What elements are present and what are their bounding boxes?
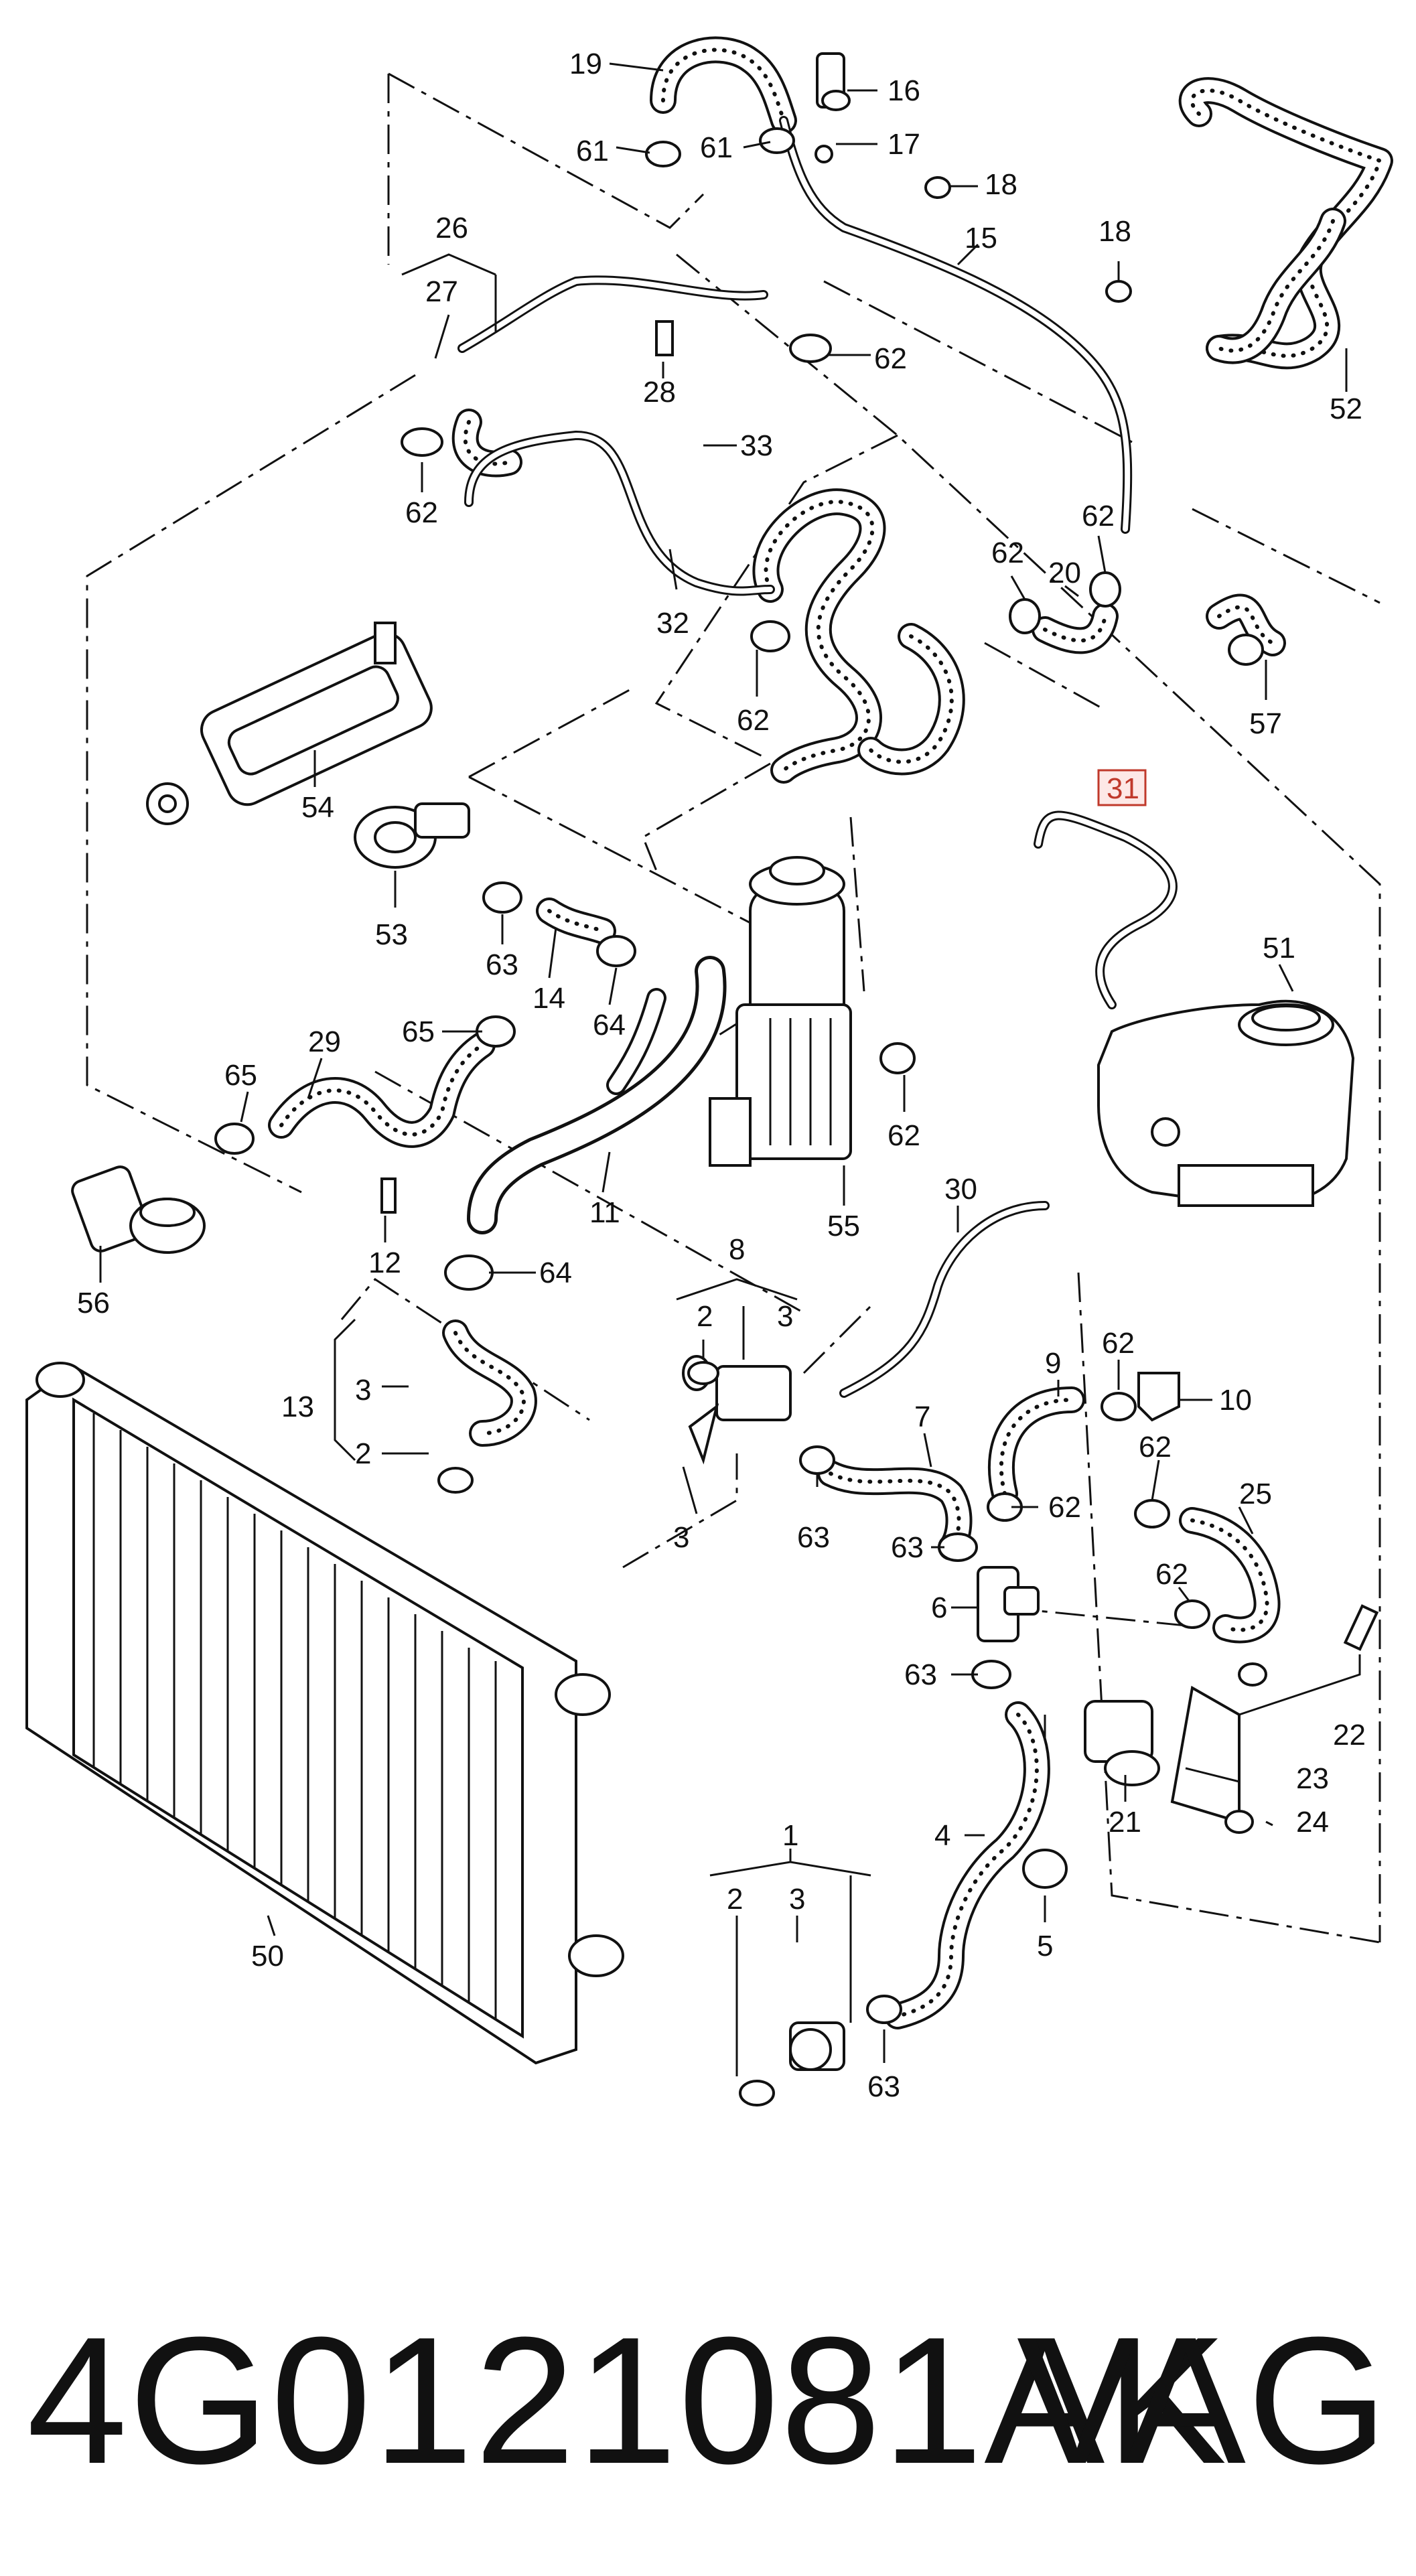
callout-8: 8: [729, 1233, 745, 1266]
callout-13: 13: [281, 1390, 314, 1423]
callout-16: 16: [888, 74, 920, 107]
callout-18: 18: [1099, 215, 1131, 248]
callout-51: 51: [1263, 932, 1295, 964]
callout-23: 23: [1296, 1762, 1329, 1795]
callout-64: 64: [593, 1009, 626, 1042]
callout-64: 64: [539, 1257, 572, 1289]
callout-15: 15: [965, 222, 997, 255]
callout-62: 62: [737, 704, 770, 737]
callout-54: 54: [301, 791, 334, 824]
callout-65: 65: [402, 1015, 435, 1048]
callout-65: 65: [224, 1059, 257, 1092]
callout-62: 62: [1155, 1558, 1188, 1591]
bolt: [655, 320, 674, 356]
flange: [354, 802, 470, 869]
callout-62: 62: [1139, 1431, 1172, 1463]
cap: [1022, 1849, 1068, 1889]
components: [25, 52, 1379, 2071]
callout-62: 62: [1102, 1327, 1135, 1360]
elbow: [1137, 1372, 1180, 1422]
callout-21: 21: [1109, 1806, 1141, 1839]
callout-4: 4: [934, 1819, 950, 1852]
callout-5: 5: [1037, 1930, 1053, 1962]
coolant-pump: [1084, 1685, 1241, 1824]
callout-62: 62: [1048, 1491, 1081, 1524]
callout-63: 63: [797, 1521, 830, 1554]
callout-6: 6: [931, 1591, 947, 1624]
callout-63: 63: [891, 1531, 924, 1564]
callout-3: 3: [673, 1521, 689, 1554]
callout-56: 56: [77, 1287, 110, 1319]
bolt: [380, 1177, 397, 1214]
callout-14: 14: [533, 982, 565, 1015]
callout-2: 2: [355, 1437, 371, 1470]
leader-lines: [99, 62, 1361, 2076]
callout-19: 19: [569, 48, 602, 80]
callout-27: 27: [425, 275, 458, 308]
callout-3: 3: [789, 1883, 805, 1916]
hoses: [268, 36, 1393, 2029]
callout-26: 26: [435, 212, 468, 244]
caption: 4G0121081AK VAG: [0, 2291, 1416, 2512]
callout-63: 63: [867, 2070, 900, 2103]
callout-3: 3: [777, 1300, 793, 1333]
valve: [789, 2021, 845, 2071]
callout-30: 30: [944, 1173, 977, 1206]
callout-7: 7: [914, 1401, 930, 1433]
expansion-tank: [1097, 999, 1355, 1208]
callout-50: 50: [251, 1940, 284, 1973]
callout-18: 18: [985, 168, 1017, 201]
egr-cooler: [146, 622, 433, 825]
pipes: [457, 116, 1178, 1398]
clamps: [214, 90, 1267, 2106]
callout-1: 1: [782, 1819, 798, 1852]
callout-2: 2: [697, 1300, 713, 1333]
callout-62: 62: [888, 1119, 920, 1152]
callout-33: 33: [740, 429, 773, 462]
callout-61: 61: [576, 135, 609, 167]
callout-55: 55: [827, 1210, 860, 1242]
oil-filter-housing: [709, 856, 852, 1167]
callout-57: 57: [1249, 707, 1282, 740]
brand-name: VAG: [1016, 2300, 1389, 2502]
callout-3: 3: [355, 1374, 371, 1407]
t-piece: [977, 1566, 1040, 1642]
radiator: [25, 1362, 624, 2065]
callout-32: 32: [656, 607, 689, 640]
callout-20: 20: [1048, 557, 1081, 589]
callout-10: 10: [1219, 1384, 1252, 1417]
callout-29: 29: [308, 1025, 341, 1058]
callout-63: 63: [904, 1658, 937, 1691]
auxiliary-pump: [71, 1165, 206, 1254]
callout-62: 62: [405, 496, 438, 529]
callout-12: 12: [368, 1246, 401, 1279]
callout-labels: 19 16 61 61 17 18 15 18 26 27 28 62 52 3…: [77, 48, 1366, 2103]
part-number: 4G0121081AK: [27, 2300, 1228, 2502]
callout-31: 31: [1107, 772, 1139, 805]
callout-25: 25: [1239, 1478, 1272, 1510]
callout-24: 24: [1296, 1806, 1329, 1839]
callout-62: 62: [874, 342, 907, 375]
callout-9: 9: [1045, 1347, 1061, 1380]
callout-17: 17: [888, 128, 920, 161]
callout-53: 53: [375, 918, 408, 951]
callout-62: 62: [991, 536, 1024, 569]
callout-2: 2: [727, 1883, 743, 1916]
highlight-box: [1097, 769, 1147, 806]
callout-28: 28: [643, 376, 676, 409]
callout-62: 62: [1082, 500, 1115, 532]
bolt: [1343, 1604, 1379, 1651]
callout-63: 63: [486, 948, 518, 981]
callout-11: 11: [589, 1196, 620, 1229]
callout-22: 22: [1333, 1719, 1366, 1751]
callout-61: 61: [700, 131, 733, 164]
coolant-system-diagram: 19 16 61 61 17 18 15 18 26 27 28 62 52 3…: [25, 36, 1393, 2106]
callout-52: 52: [1330, 392, 1362, 425]
